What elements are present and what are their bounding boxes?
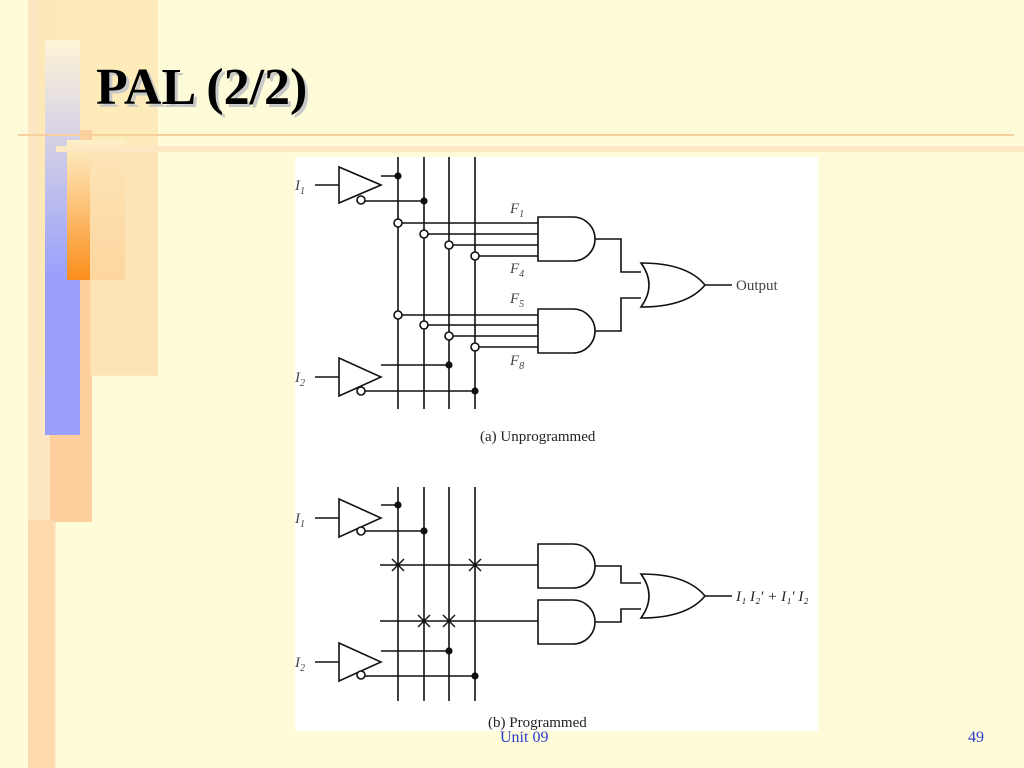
input-buffer-4: [315, 641, 479, 683]
output-label: Output: [736, 278, 779, 294]
unprogrammed-circuit: [315, 157, 732, 409]
programmed-circuit: [315, 487, 732, 701]
input-label-b1: I1: [295, 511, 305, 530]
slide-title: PAL (2/2): [96, 59, 308, 116]
pal-diagram: I1 I2 F1 F4 F5 F8 I1 I2 Output I₁ I₂′ + …: [295, 157, 809, 731]
deco-bar-bottom: [28, 520, 54, 768]
pal-diagram-figure: I1 I2 F1 F4 F5 F8 I1 I2 Output I₁ I₂′ + …: [295, 157, 818, 731]
footer-unit: Unit 09: [500, 729, 549, 746]
and-gate-1: [537, 216, 596, 262]
or-gate-b: [639, 573, 707, 619]
title-rule-top: [18, 134, 1014, 136]
caption-unprogrammed: (a) Unprogrammed: [480, 429, 596, 445]
input-label-a1: I1: [295, 178, 305, 197]
input-buffer-3: [315, 497, 428, 539]
output-expression: I₁ I₂′ + I₁′ I₂: [735, 589, 809, 605]
page-number: 49: [968, 729, 984, 746]
or-gate-a: [639, 262, 707, 308]
fuse-x: [391, 558, 482, 572]
product-label-f4: F4: [509, 261, 524, 280]
and-gate-2: [537, 308, 596, 354]
product-label-f5: F5: [509, 291, 524, 310]
input-label-a2: I2: [295, 370, 305, 389]
title-rule-bottom: [56, 146, 1024, 152]
input-buffer-1: [315, 165, 428, 205]
input-buffer-2: [315, 356, 479, 398]
deco-bar-cream: [90, 150, 158, 375]
caption-programmed: (b) Programmed: [488, 715, 587, 731]
fuse-x: [417, 614, 456, 628]
and-gate-4: [537, 599, 596, 645]
product-label-f1: F1: [509, 201, 524, 220]
and-gate-3: [537, 543, 596, 589]
input-label-b2: I2: [295, 655, 305, 674]
product-label-f8: F8: [509, 353, 524, 372]
